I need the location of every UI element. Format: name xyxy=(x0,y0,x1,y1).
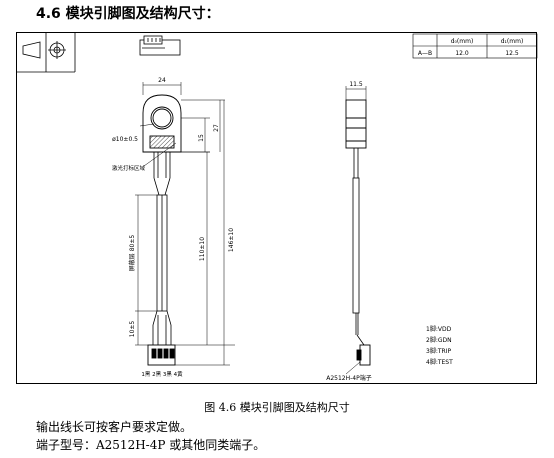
cable-front xyxy=(152,152,172,345)
projection-symbol-icon xyxy=(16,32,76,73)
connector-side xyxy=(356,344,371,366)
dim-15: 15 xyxy=(198,134,205,142)
connector-front xyxy=(147,344,176,366)
sensor-body-side xyxy=(345,99,367,149)
dim-side-width: 11.5 xyxy=(349,81,363,88)
pin-1: 1脚:VDD xyxy=(426,325,452,333)
dim-27: 27 xyxy=(213,124,220,132)
dim-total: 146±10 xyxy=(228,228,235,252)
figure-caption: 图 4.6 模块引脚图及结构尺寸 xyxy=(204,401,350,414)
connector-label: A2512H-4P端子 xyxy=(326,374,372,382)
note-cable-length: 输出线长可按客户要求定做。 xyxy=(36,420,193,434)
sensor-body-front xyxy=(142,94,182,153)
pin-order-label: 1黑 2黑 3黑 4黄 xyxy=(141,370,183,378)
connector-top-view xyxy=(139,35,181,56)
pin-3: 3脚:TRIP xyxy=(426,347,451,355)
drawing-frame xyxy=(16,32,537,384)
dimension-table xyxy=(412,33,538,59)
table-header-d0: d₀(mm) xyxy=(451,38,474,45)
dim-cable: 110±10 xyxy=(199,237,206,261)
dim-hole: ø10±0.5 xyxy=(112,136,138,143)
cable-side xyxy=(352,148,365,346)
dim-width: 24 xyxy=(158,77,166,84)
pin-2: 2脚:GDN xyxy=(426,336,452,344)
dim-lead: 10±5 xyxy=(129,321,136,338)
table-header-d1: d₁(mm) xyxy=(501,38,524,45)
section-title: 4.6 模块引脚图及结构尺寸： xyxy=(36,6,220,22)
pin-4: 4脚:TEST xyxy=(426,358,453,366)
table-cell-d1: 12.5 xyxy=(505,50,519,57)
table-cell-d0: 12.0 xyxy=(455,50,469,57)
note-terminal-model: 端子型号：A2512H-4P 或其他同类端子。 xyxy=(36,438,266,452)
table-cell-model: A—B xyxy=(418,50,432,57)
dim-shield: 屏蔽层 80±5 xyxy=(128,235,136,272)
laser-mark-label: 激光打标区域 xyxy=(112,164,146,172)
